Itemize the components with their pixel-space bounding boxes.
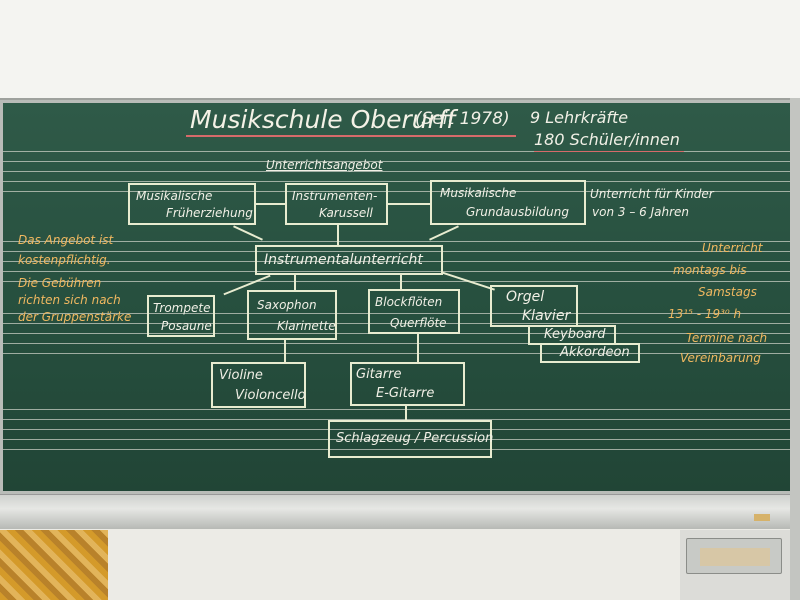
- left-note-line3: Die Gebühren: [18, 275, 101, 291]
- left-note-line4: richten sich nach: [18, 292, 121, 308]
- left-note-line1: Das Angebot ist: [18, 232, 113, 248]
- box-instrument-carousel: Instrumenten- Karussell: [285, 183, 388, 225]
- connector-to-guitar: [417, 334, 419, 362]
- box-piano-line: Klavier: [522, 308, 570, 324]
- box-strings-line2: Violoncello: [235, 388, 306, 404]
- left-note-line2: kostenpflichtig.: [18, 252, 111, 268]
- connector-top2-center: [337, 225, 339, 245]
- chalk-rail: [0, 494, 796, 529]
- box-basic-music-training-line2: Grundausbildung: [466, 204, 569, 220]
- right-note-line4: 13¹⁵ - 19³⁰ h: [668, 306, 741, 322]
- box-strings: Violine Violoncello: [211, 362, 306, 408]
- box-recorders-flute: Blockflöten Querflöte: [368, 289, 460, 334]
- box-brass: Trompete Posaune: [147, 295, 215, 337]
- box-guitar-line1: Gitarre: [356, 367, 401, 383]
- box-organ-piano: Orgel Klavier: [490, 285, 578, 327]
- wall: [0, 0, 800, 100]
- furniture-left: [0, 530, 108, 600]
- board-side-post: [790, 98, 800, 600]
- right-note-line6: Vereinbarung: [680, 350, 761, 366]
- box-keyboard-line: Keyboard: [544, 327, 606, 343]
- box-brass-line2: Posaune: [161, 318, 212, 334]
- box-basic-music-training-line1: Musikalische: [440, 185, 516, 201]
- box-recorders-flute-line1: Blockflöten: [375, 294, 442, 310]
- box-early-education: Musikalische Früherziehung: [128, 183, 256, 225]
- box-percussion-label: Schlagzeug / Percussion: [336, 431, 493, 447]
- box-saxophone-clarinet: Saxophon Klarinette: [247, 290, 337, 340]
- right-note-line3: Samstags: [698, 284, 757, 300]
- box-basic-music-training: Musikalische Grundausbildung: [430, 180, 586, 225]
- box-recorders-flute-line2: Querflöte: [390, 315, 447, 331]
- box-instrument-carousel-line1: Instrumenten-: [292, 188, 377, 204]
- box-guitar-line2: E-Gitarre: [376, 386, 434, 402]
- connector-top-1-2: [256, 203, 285, 205]
- title-underline: [186, 135, 516, 137]
- section-heading: Unterrichtsangebot: [266, 158, 382, 172]
- box-accordion-line: Akkordeon: [560, 345, 630, 361]
- right-note-line2: montags bis: [673, 262, 747, 278]
- connector-to-strings: [284, 340, 286, 362]
- box-saxophone-clarinet-line2: Klarinette: [277, 318, 336, 334]
- box-guitar: Gitarre E-Gitarre: [350, 362, 465, 406]
- box-instrumental-lessons-label: Instrumentalunterricht: [264, 252, 423, 268]
- left-note-line5: der Gruppenstärke: [18, 309, 131, 325]
- box-organ-line: Orgel: [506, 289, 544, 305]
- box-instrument-carousel-line2: Karussell: [319, 205, 373, 221]
- box-instrumental-lessons: Instrumentalunterricht: [255, 245, 443, 275]
- manufacturer-label: [754, 514, 770, 521]
- box-early-education-line1: Musikalische: [136, 188, 212, 204]
- box-accordion: Akkordeon: [540, 343, 640, 363]
- founding-year: (Seit 1978): [415, 108, 510, 130]
- student-count-underline: [534, 151, 684, 152]
- box-early-education-line2: Früherziehung: [166, 205, 253, 221]
- box-strings-line1: Violine: [219, 368, 263, 384]
- box-brass-line1: Trompete: [153, 300, 210, 316]
- children-note-line1: Unterricht für Kinder: [590, 186, 714, 202]
- connector-center-flute: [400, 275, 402, 289]
- right-note-line5: Termine nach: [686, 330, 767, 346]
- box-keyboard: Keyboard: [528, 325, 616, 345]
- children-note-line2: von 3 – 6 Jahren: [592, 204, 689, 220]
- connector-to-percussion: [405, 406, 407, 420]
- student-count: 180 Schüler/innen: [534, 130, 680, 150]
- teacher-count: 9 Lehrkräfte: [530, 108, 628, 128]
- connector-center-woodwind: [294, 275, 296, 290]
- box-percussion: Schlagzeug / Percussion: [328, 420, 492, 458]
- sponge: [700, 548, 770, 566]
- right-note-line1: Unterricht: [702, 240, 763, 256]
- box-saxophone-clarinet-line1: Saxophon: [257, 297, 317, 313]
- connector-top-2-3: [388, 203, 430, 205]
